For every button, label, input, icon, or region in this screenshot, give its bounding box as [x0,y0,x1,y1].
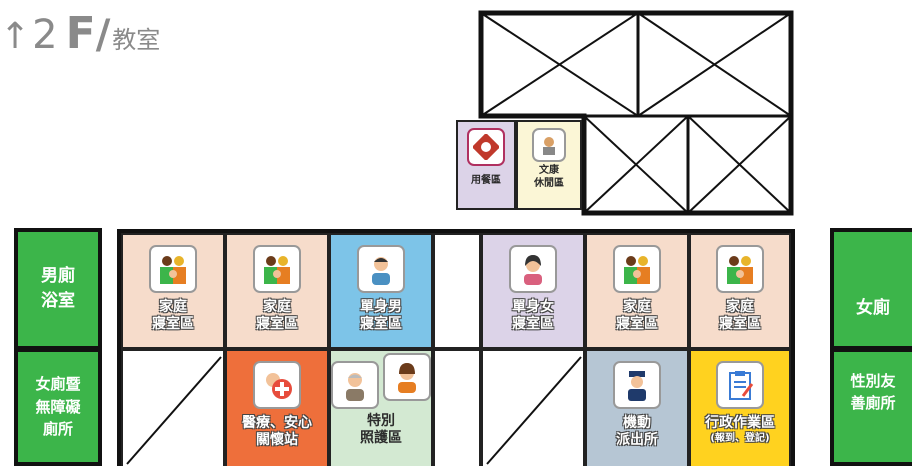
medical-station: 醫療、安心 關懷站 [225,349,329,466]
single-male-label-2: 寢室區 [360,316,402,332]
women-access-label-3: 廁所 [42,420,73,439]
male-person-icon [357,245,405,293]
men-toilet-label: 男廁 [41,265,75,286]
single-female-label-2: 寢室區 [512,316,554,332]
women-access-label-2: 無障礙 [35,397,81,416]
special-label-2: 照護區 [360,430,402,446]
admin-label-1: 行政作業區 [705,415,775,431]
main-floor-frame [117,229,795,466]
recreation-icon [532,128,566,162]
family-label-2: 寢室區 [616,316,658,332]
family-room-1: 家庭 寢室區 [121,233,225,349]
gender-friendly-toilet: 性別友善廁所 [830,348,912,466]
family-label-1: 家庭 [726,299,754,315]
family-label-2: 寢室區 [719,316,761,332]
police-label-2: 派出所 [616,432,658,448]
family-label-2: 寢室區 [152,316,194,332]
dining-icon [467,128,505,166]
admin-label-2: (報到、登記) [710,433,770,444]
floor-room-type: 教室 [112,26,161,54]
up-arrow-icon: ↑ [0,16,31,57]
family-label-1: 家庭 [623,299,651,315]
dining-area: 用餐區 [456,120,516,210]
floor-title: ↑ 2 F / 教室 [0,8,161,59]
diagonal-divider [486,356,582,465]
leisure-label-2: 休閒區 [534,178,564,189]
gender-friendly-label-1: 性別友 [850,371,896,390]
family-room-3: 家庭 寢室區 [585,233,689,349]
family-label-2: 寢室區 [256,316,298,332]
gender-friendly-label-2: 善廁所 [850,394,896,412]
women-accessible-toilet: 女廁暨無障礙廁所 [14,348,102,466]
title-slash: / [95,12,111,58]
elderly-icon [331,361,379,409]
family-icon [613,245,661,293]
special-care-area: 特別 照護區 [329,349,433,466]
family-icon [253,245,301,293]
men-toilet-bath: 男廁浴室 [14,228,102,350]
medical-label-1: 醫療、安心 [242,415,312,431]
women-toilet-label: 女廁 [856,298,890,319]
women-toilet: 女廁 [830,228,912,350]
family-room-2: 家庭 寢室區 [225,233,329,349]
medical-label-2: 關懷站 [256,432,298,448]
police-icon [613,361,661,409]
empty-slash-cell-1 [121,349,225,466]
single-male-label-1: 單身男 [360,299,402,315]
corridor-lower [433,349,481,466]
dining-label: 用餐區 [471,175,501,186]
single-female-room: 單身女 寢室區 [481,233,585,349]
leisure-area: 文康 休閒區 [516,120,582,210]
family-label-1: 家庭 [159,299,187,315]
empty-slash-cell-2 [481,349,585,466]
clipboard-icon [716,361,764,409]
leisure-label-1: 文康 [539,165,559,176]
corridor [433,233,481,349]
floor-letter: F [65,8,96,59]
police-station: 機動 派出所 [585,349,689,466]
admin-area: 行政作業區 (報到、登記) [689,349,791,466]
female-person-icon [509,245,557,293]
bath-label: 浴室 [41,291,75,311]
caregiver-icon [383,353,431,401]
single-male-room: 單身男 寢室區 [329,233,433,349]
medical-cross-icon [253,361,301,409]
police-label-1: 機動 [623,415,651,431]
family-icon [149,245,197,293]
family-label-1: 家庭 [263,299,291,315]
women-access-label-1: 女廁暨 [35,375,81,394]
special-label-1: 特別 [367,413,395,429]
single-female-label-1: 單身女 [512,299,554,315]
family-icon [716,245,764,293]
floor-number: 2 [32,12,58,58]
family-room-4: 家庭 寢室區 [689,233,791,349]
diagonal-divider [126,356,222,465]
